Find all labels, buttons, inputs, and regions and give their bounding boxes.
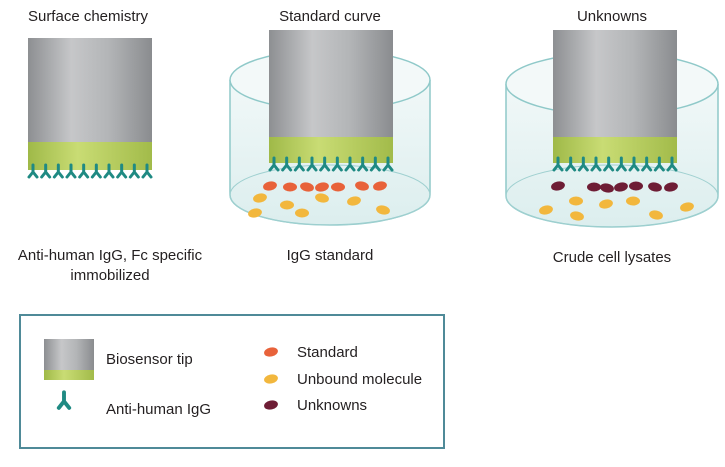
unknown-molecule-icon: [600, 183, 614, 193]
caption-standard-curve: IgG standard: [286, 247, 374, 264]
legend-label-biosensor-tip: Biosensor tip: [106, 351, 193, 368]
legend-label-unbound-molecule: Unbound molecule: [297, 371, 423, 388]
tip-band: [553, 137, 677, 163]
standard-molecule-icon: [264, 347, 278, 357]
tip-band: [28, 142, 152, 170]
panel-standard-curve: [229, 30, 431, 226]
standard-molecule-icon: [283, 182, 297, 192]
unbound-molecule-icon: [570, 211, 584, 221]
unbound-molecule-icon: [539, 205, 553, 215]
unbound-molecule-icon: [599, 199, 613, 209]
unbound-molecule-icon: [315, 193, 329, 203]
legend-label-anti-human-igg: Anti-human IgG: [106, 401, 212, 418]
caption-surface-chemistry-line2: immobilized: [70, 267, 150, 284]
standard-molecule-icon: [331, 182, 345, 192]
standard-molecule-icon: [300, 182, 314, 192]
unbound-molecule-icon: [680, 202, 694, 212]
standard-molecule-icon: [263, 181, 277, 191]
unknown-molecule-icon: [629, 181, 643, 191]
unknown-molecule-icon: [664, 182, 678, 192]
unknown-molecule-icon: [648, 182, 662, 192]
tip-band: [44, 370, 94, 380]
unbound-molecule-icon: [376, 205, 390, 215]
biosensor-tip-icon: [553, 30, 677, 137]
unbound-molecules: [248, 193, 390, 218]
standard-molecule-icon: [355, 181, 369, 191]
unbound-molecule-icon: [295, 208, 309, 218]
unknown-molecule-icon: [264, 400, 278, 410]
biosensor-tip-icon: [269, 30, 393, 137]
unknown-molecule-icon: [587, 182, 601, 192]
legend-box: [19, 314, 445, 449]
standard-molecule-icon: [315, 182, 329, 192]
unbound-molecule-icon: [569, 196, 583, 206]
standard-molecule-icon: [264, 347, 278, 357]
panel-unknowns: [505, 30, 719, 228]
legend: [19, 314, 445, 449]
panel-title-standard-curve: Standard curve: [279, 8, 381, 25]
panel-title-surface-chemistry: Surface chemistry: [27, 8, 149, 25]
unknown-molecule-icon: [264, 400, 278, 410]
legend-label-standard: Standard: [297, 344, 358, 361]
unbound-molecule-icon: [626, 196, 640, 206]
unbound-molecule-icon: [264, 374, 278, 384]
tip-band: [269, 137, 393, 163]
unbound-molecule-icon: [649, 210, 663, 220]
unbound-molecules: [539, 196, 694, 221]
unknown-molecule-icon: [551, 181, 565, 191]
panel-surface-chemistry: [27, 38, 153, 179]
unbound-molecule-icon: [264, 374, 278, 384]
biosensor-tip-icon: [44, 339, 94, 370]
unbound-molecule-icon: [280, 200, 294, 210]
caption-surface-chemistry-line1: Anti-human IgG, Fc specific: [17, 247, 203, 264]
standard-molecule-icon: [373, 181, 387, 191]
unknown-molecules: [551, 181, 678, 193]
unknown-molecule-icon: [614, 182, 628, 192]
biosensor-tip-icon: [28, 38, 152, 142]
standard-molecules: [263, 181, 387, 192]
unbound-molecule-icon: [253, 193, 267, 203]
panel-title-unknowns: Unknowns: [576, 8, 648, 25]
caption-unknowns: Crude cell lysates: [552, 249, 672, 266]
legend-label-unknowns: Unknowns: [297, 397, 368, 414]
unbound-molecule-icon: [347, 196, 361, 206]
unbound-molecule-icon: [248, 208, 262, 218]
